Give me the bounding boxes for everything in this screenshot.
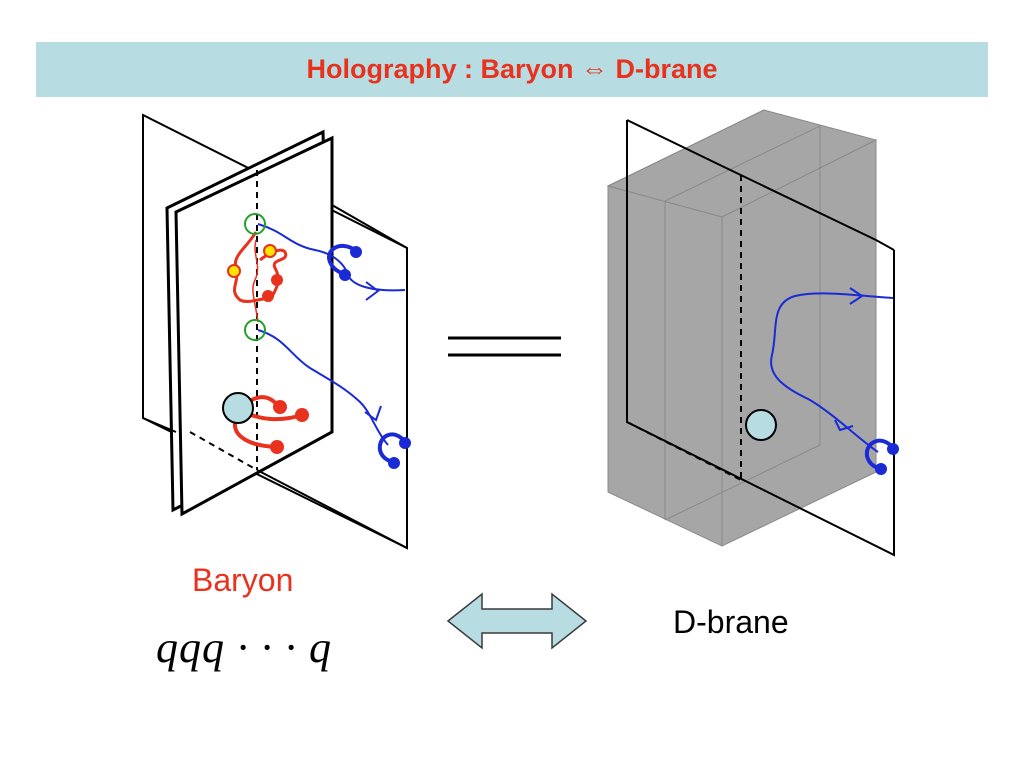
blue-string-lower: [257, 329, 389, 446]
blue-quark-dbrane-2: [875, 463, 887, 475]
plane-edge-bottom: [256, 469, 408, 549]
baryon-formula: qqq · · · q: [156, 623, 332, 672]
baryon-diagram: [142, 113, 411, 550]
plane-top-edge-left: [626, 119, 723, 167]
page-title: Holography : Baryon ⇔ D-brane: [306, 54, 718, 84]
equals-sign-icon: [448, 336, 561, 357]
red-quark-5: [270, 440, 284, 454]
red-quark-4: [295, 408, 309, 422]
blue-quark-4: [388, 457, 400, 469]
dashed-plane-edge: [189, 431, 258, 471]
blue-quark-3: [399, 437, 411, 449]
plane-edge-right: [331, 204, 408, 249]
green-endpoint-lower: [244, 319, 266, 341]
box-edge-4: [664, 444, 821, 521]
blue-quark-dbrane-1: [887, 443, 899, 455]
blue-arrowhead-upper: [365, 281, 380, 301]
green-endpoint-upper: [244, 213, 266, 235]
red-thin-string: [252, 239, 259, 323]
plane-edge-front: [142, 417, 177, 433]
plane-outline: [626, 120, 895, 557]
red-quark-2: [262, 290, 274, 302]
yellow-endpoint-2: [227, 264, 241, 278]
dbrane-vertex: [745, 409, 777, 441]
dbrane-label: D-brane: [673, 604, 789, 640]
plane-top-edge-mid: [721, 165, 877, 241]
red-quark-1: [271, 274, 283, 286]
title-bar: Holography : Baryon ⇔ D-brane: [36, 42, 988, 97]
dbrane-diagram: [606, 109, 899, 557]
blue-string-dbrane: [770, 292, 894, 453]
blue-quark-1: [350, 246, 362, 258]
yellow-endpoint-1: [263, 244, 277, 258]
baryon-vertex: [222, 392, 254, 424]
blue-string-upper: [257, 223, 406, 292]
red-quark-3: [273, 400, 287, 414]
baryon-label: Baryon: [192, 562, 294, 598]
blue-arrowhead-lower: [364, 405, 382, 422]
double-headed-arrow-icon: [446, 592, 588, 650]
blue-arrowhead-dbrane-top: [849, 287, 864, 305]
box-edge-2: [664, 125, 821, 202]
plane-top-edge-right: [875, 239, 895, 251]
brane-sheet-front: [174, 135, 334, 517]
blue-quark-2: [339, 269, 351, 281]
blue-arrowhead-dbrane-bottom: [834, 419, 854, 432]
